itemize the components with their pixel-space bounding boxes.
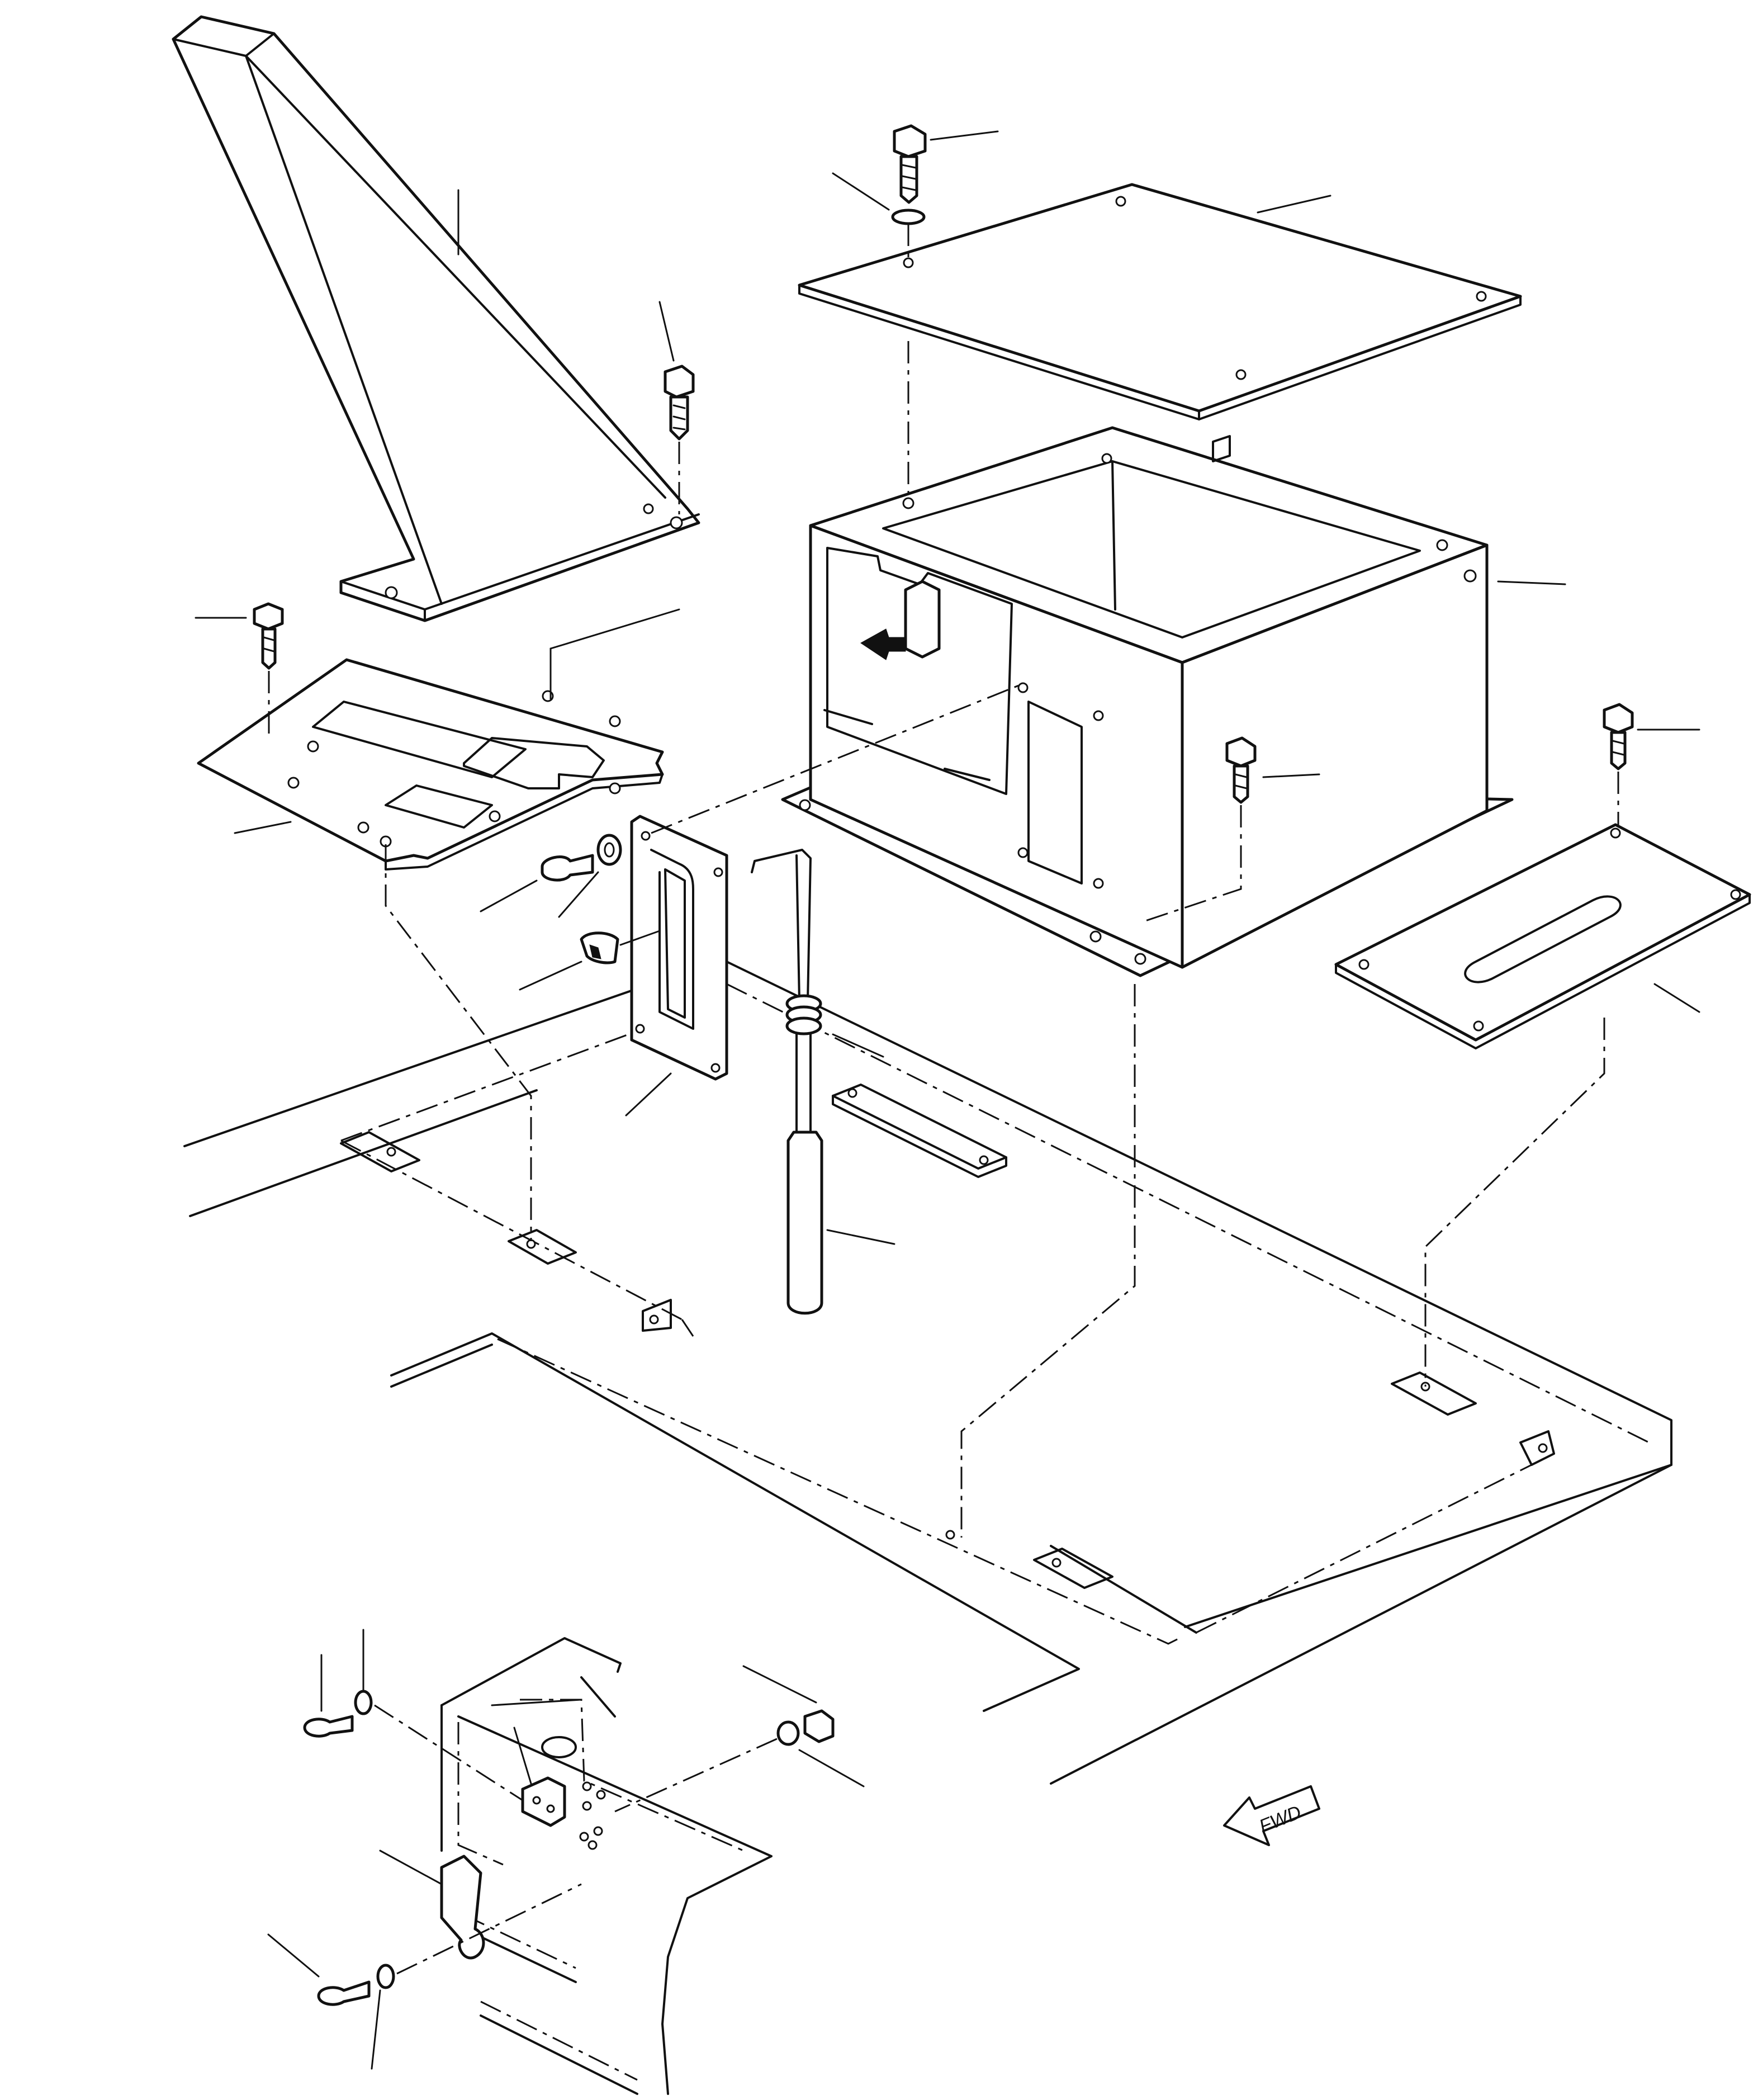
pedestal-stand [172, 15, 700, 622]
guide-plate-screw [480, 834, 622, 918]
right-slotted-plate [1334, 823, 1751, 1387]
slotted-guide-plate [625, 684, 1021, 1117]
mount-plate-bolt [195, 602, 284, 738]
left-mount-plate [197, 608, 680, 1241]
pedestal-bolt [658, 301, 695, 514]
console-box-bolt [1140, 736, 1320, 924]
top-cover-plate [798, 183, 1522, 503]
floor-frame [183, 961, 1672, 1785]
fwd-direction-marker: FWD [1223, 1785, 1320, 1846]
right-plate-bolt [1603, 703, 1700, 827]
console-box [781, 426, 1566, 1538]
fwd-label: FWD [1256, 1801, 1304, 1837]
latch-bracket-detail [267, 1629, 865, 2095]
control-rod-handle [751, 849, 895, 1315]
top-cover-bolt [832, 124, 999, 257]
guide-clip [519, 930, 661, 991]
